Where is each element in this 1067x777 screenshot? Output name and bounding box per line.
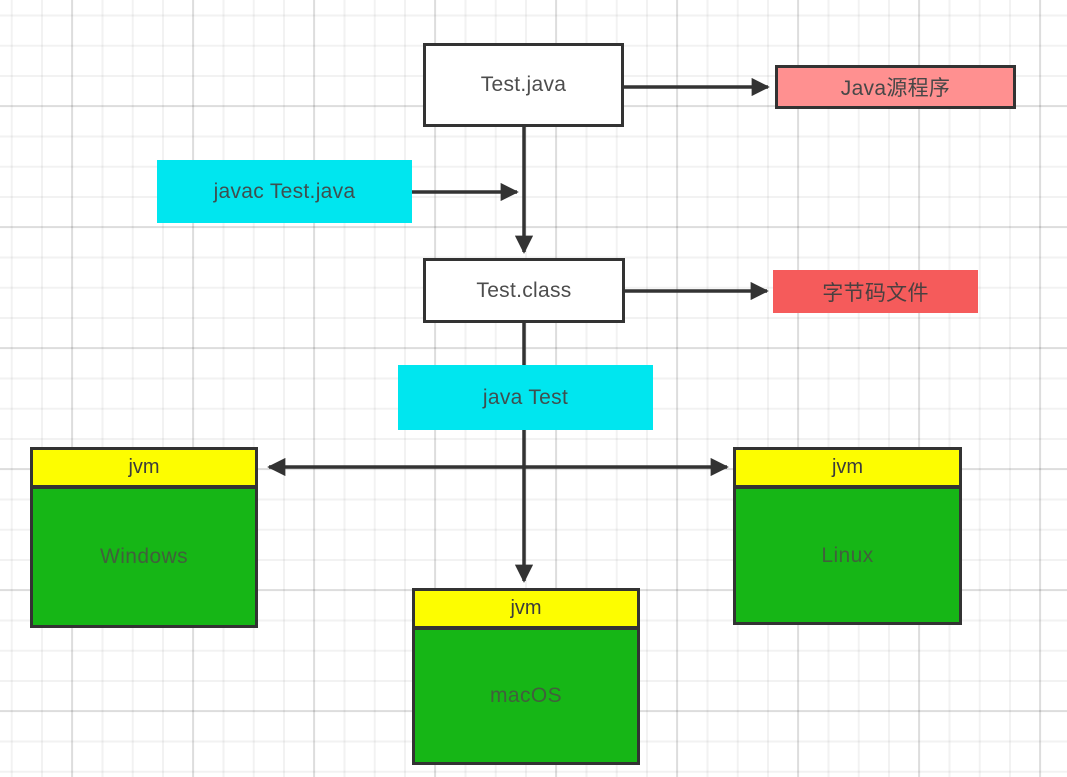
node-macos[interactable]: jvm macOS	[412, 588, 640, 765]
node-macos-label: macOS	[489, 684, 562, 707]
node-test-java-label: Test.java	[480, 73, 567, 96]
node-javac-command-label: javac Test.java	[213, 179, 356, 203]
node-linux-body: Linux	[736, 489, 959, 622]
node-windows-label: Windows	[100, 545, 188, 568]
node-macos-body: macOS	[415, 630, 637, 762]
node-java-command[interactable]: java Test	[398, 365, 653, 430]
node-linux-jvm-header: jvm	[736, 450, 959, 489]
node-macos-jvm-label: jvm	[510, 597, 542, 619]
node-test-java[interactable]: Test.java	[423, 43, 624, 127]
node-java-command-label: java Test	[482, 385, 569, 409]
node-java-source-label: Java源程序	[840, 77, 951, 100]
node-linux[interactable]: jvm Linux	[733, 447, 962, 625]
node-linux-label: Linux	[821, 543, 874, 567]
node-bytecode-file[interactable]: 字节码文件	[773, 270, 978, 313]
node-test-class-label: Test.class	[476, 278, 572, 302]
node-java-source[interactable]: Java源程序	[775, 65, 1016, 109]
node-macos-jvm-header: jvm	[415, 591, 637, 630]
node-test-class[interactable]: Test.class	[423, 258, 625, 323]
node-windows-body: Windows	[33, 489, 255, 625]
node-windows-jvm-label: jvm	[128, 456, 160, 478]
node-linux-jvm-label: jvm	[831, 456, 864, 478]
node-windows[interactable]: jvm Windows	[30, 447, 258, 628]
node-bytecode-file-label: 字节码文件	[822, 281, 929, 305]
node-javac-command[interactable]: javac Test.java	[157, 160, 412, 223]
node-windows-jvm-header: jvm	[33, 450, 255, 489]
